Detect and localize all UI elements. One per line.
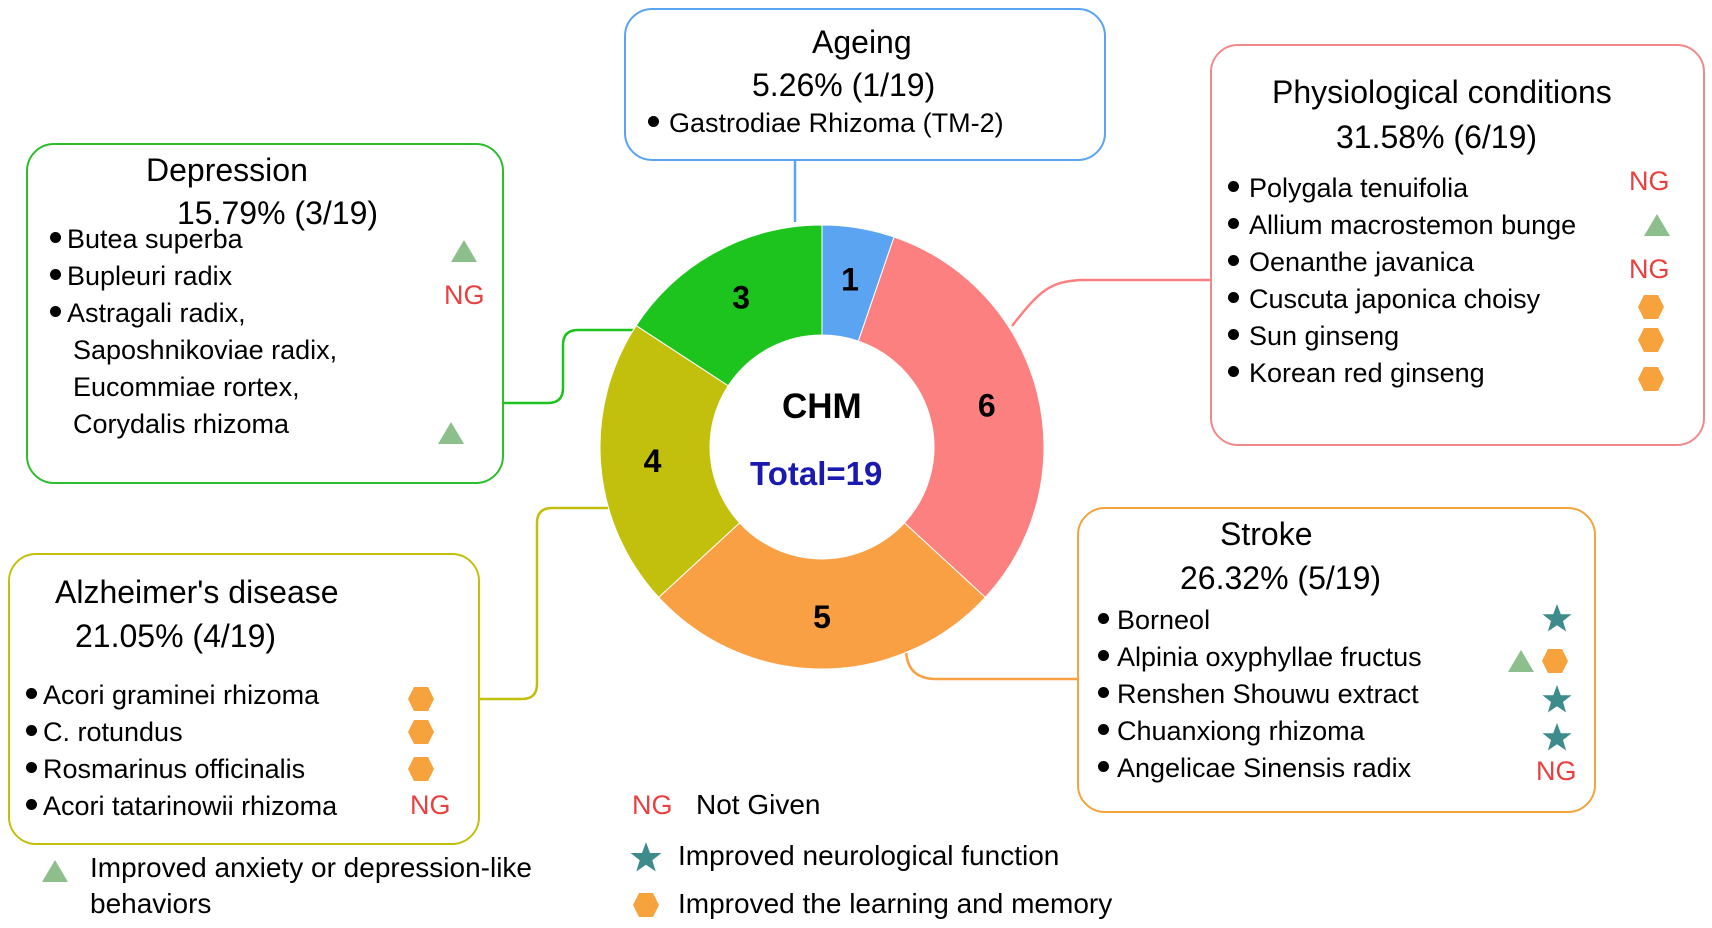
depression-box	[26, 143, 504, 484]
depression-item-3-line-4: Corydalis rhizoma	[73, 409, 290, 439]
depression-item-3-line-3: Eucommiae rortex,	[73, 372, 300, 402]
depression-item-3-label: Astragali radix,	[67, 298, 246, 328]
ng-marker: NG	[1536, 756, 1577, 786]
connector-alzheimers	[478, 506, 610, 701]
hexagon-icon	[408, 687, 434, 711]
connector-depression	[500, 328, 636, 405]
legend-triangle-label-2: behaviors	[90, 888, 212, 919]
stroke-item-4-label: Chuanxiong rhizoma	[1117, 716, 1365, 746]
stroke-item-5-label: Angelicae Sinensis radix	[1117, 753, 1412, 783]
stroke-item-2-label: Alpinia oxyphyllae fructus	[1117, 642, 1422, 672]
depression-item-1-label: Butea superba	[67, 224, 243, 254]
legend-hexagon-label: Improved the learning and memory	[678, 888, 1113, 919]
connector-lines	[478, 160, 1212, 701]
ng-marker: NG	[1629, 254, 1670, 284]
stroke-item-5: Angelicae Sinensis radix	[1098, 750, 1411, 787]
physiological-item-2-label: Allium macrostemon bunge	[1249, 210, 1577, 240]
physiological-item-3-label: Oenanthe javanica	[1249, 247, 1475, 277]
physiological-item-5: Sun ginseng	[1228, 318, 1399, 355]
depression-item-2-label: Bupleuri radix	[67, 261, 233, 291]
triangle-icon	[451, 240, 477, 262]
alzheimers-item-1-label: Acori graminei rhizoma	[43, 680, 320, 710]
hexagon-icon	[633, 893, 659, 917]
triangle-icon	[1508, 650, 1534, 672]
stroke-item-1: Borneol	[1098, 602, 1210, 639]
alzheimers-item-2: C. rotundus	[26, 714, 183, 751]
alzheimers-item-4-label: Acori tatarinowii rhizoma	[43, 791, 338, 821]
stroke-item-2: Alpinia oxyphyllae fructus	[1098, 639, 1422, 676]
ng-marker: NG	[1629, 166, 1670, 196]
slice-value-label: 3	[732, 279, 750, 315]
star-icon	[630, 842, 662, 872]
alzheimers-box	[8, 553, 480, 845]
hexagon-icon	[1638, 295, 1664, 319]
slice-value-label: 6	[978, 387, 996, 423]
stroke-item-3-label: Renshen Shouwu extract	[1117, 679, 1419, 709]
stroke-title: Stroke	[1220, 516, 1313, 552]
stroke-percent: 26.32% (5/19)	[1180, 560, 1382, 596]
physiological-item-6-label: Korean red ginseng	[1249, 358, 1485, 388]
chart-title: CHM	[782, 387, 862, 426]
ageing-title: Ageing	[812, 24, 912, 60]
legend-ng-marker: NG	[632, 790, 673, 820]
alzheimers-item-2-label: C. rotundus	[43, 717, 183, 747]
physiological-item-2: Allium macrostemon bunge	[1228, 207, 1576, 244]
connector-stroke	[904, 647, 1078, 681]
hexagon-icon	[408, 757, 434, 781]
stroke-item-3: Renshen Shouwu extract	[1098, 676, 1419, 713]
alzheimers-item-1: Acori graminei rhizoma	[26, 677, 319, 714]
slice-value-label: 5	[813, 599, 831, 635]
physiological-item-1-label: Polygala tenuifolia	[1249, 173, 1469, 203]
physiological-item-4: Cuscuta japonica choisy	[1228, 281, 1540, 318]
legend-triangle-label: Improved anxiety or depression-like	[90, 852, 532, 883]
triangle-icon	[42, 860, 68, 882]
physiological-percent: 31.58% (6/19)	[1336, 119, 1538, 155]
slice-value-label: 1	[841, 261, 859, 297]
physiological-box	[1210, 44, 1705, 446]
alzheimers-title: Alzheimer's disease	[55, 574, 339, 610]
star-icon	[1542, 685, 1572, 713]
depression-percent: 15.79% (3/19)	[177, 195, 379, 231]
ageing-item-label: Gastrodiae Rhizoma (TM-2)	[669, 108, 1004, 138]
physiological-title: Physiological conditions	[1272, 74, 1612, 110]
physiological-item-1: Polygala tenuifolia	[1228, 170, 1468, 207]
stroke-item-4: Chuanxiong rhizoma	[1098, 713, 1365, 750]
depression-item-2: Bupleuri radix	[50, 258, 232, 295]
hexagon-icon	[1638, 328, 1664, 352]
triangle-icon	[1644, 214, 1670, 236]
physiological-item-4-label: Cuscuta japonica choisy	[1249, 284, 1541, 314]
ageing-box	[624, 8, 1106, 161]
alzheimers-percent: 21.05% (4/19)	[75, 618, 277, 654]
alzheimers-item-3-label: Rosmarinus officinalis	[43, 754, 306, 784]
physiological-item-3: Oenanthe javanica	[1228, 244, 1474, 281]
legend-star-label: Improved neurological function	[678, 840, 1060, 871]
hexagon-icon	[1638, 367, 1664, 391]
hexagon-icon	[1542, 649, 1568, 673]
slice-value-label: 4	[644, 443, 662, 479]
legend-ng-label: Not Given	[696, 789, 821, 820]
ageing-item: Gastrodiae Rhizoma (TM-2)	[648, 105, 1004, 142]
triangle-icon	[438, 422, 464, 444]
donut-hole	[710, 335, 934, 559]
alzheimers-item-3: Rosmarinus officinalis	[26, 751, 305, 788]
connector-physiological	[1011, 278, 1212, 327]
star-icon	[1542, 604, 1572, 632]
alzheimers-item-4: Acori tatarinowii rhizoma	[26, 788, 337, 825]
ng-marker: NG	[410, 790, 451, 820]
hexagon-icon	[408, 720, 434, 744]
stroke-box	[1077, 507, 1596, 813]
depression-title: Depression	[146, 152, 308, 188]
ageing-percent: 5.26% (1/19)	[752, 67, 936, 103]
chart-total: Total=19	[750, 455, 883, 492]
depression-item-3: Astragali radix,	[50, 295, 246, 332]
physiological-item-6: Korean red ginseng	[1228, 355, 1485, 392]
star-icon	[1542, 723, 1572, 751]
stroke-item-1-label: Borneol	[1117, 605, 1211, 635]
physiological-item-5-label: Sun ginseng	[1249, 321, 1400, 351]
depression-item-1: Butea superba	[50, 221, 243, 258]
ng-marker: NG	[444, 280, 485, 310]
depression-item-3-line-2: Saposhnikoviae radix,	[73, 335, 338, 365]
